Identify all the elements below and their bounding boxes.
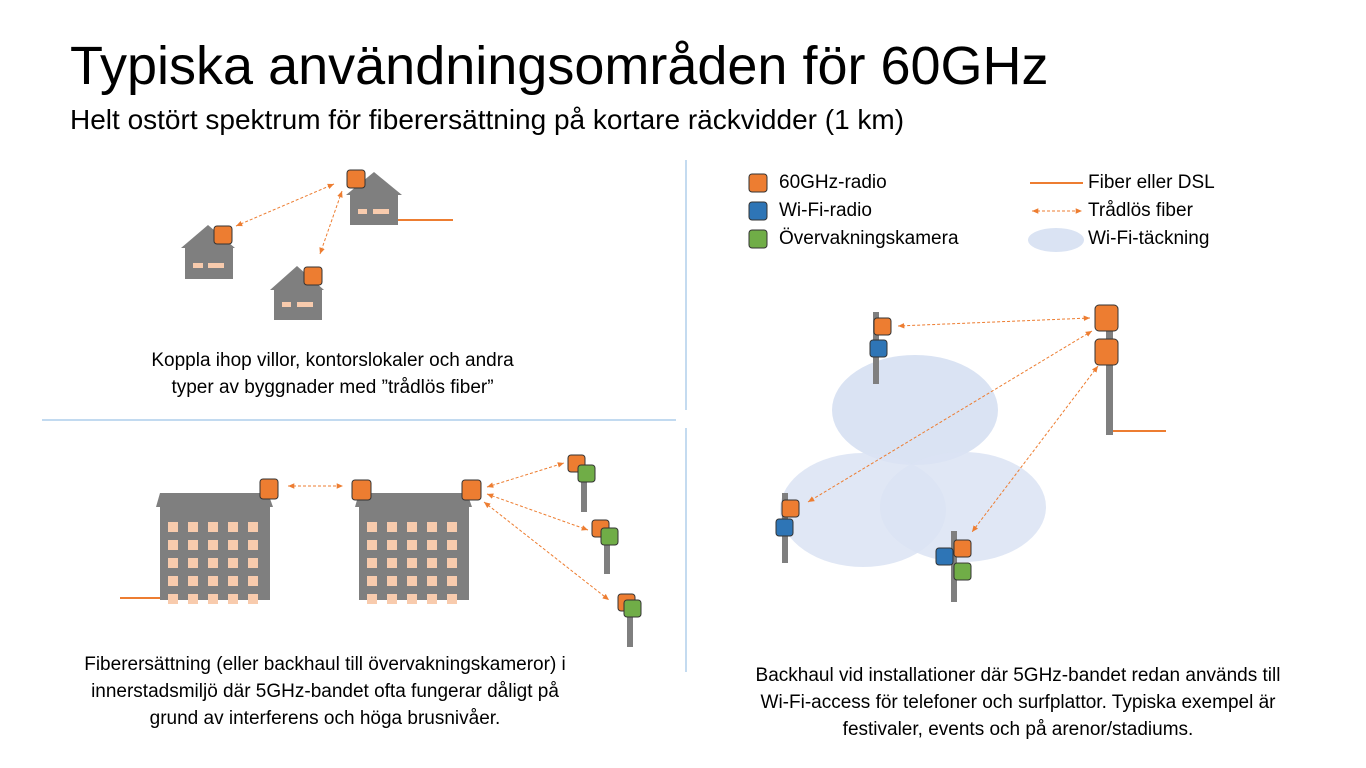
caption-events: Backhaul vid installationer där 5GHz-ban…	[700, 662, 1336, 743]
building-window	[168, 540, 178, 550]
link-mast-pole-left	[807, 330, 1093, 503]
building-window	[447, 540, 457, 550]
building-window	[387, 558, 397, 568]
building-window	[248, 540, 258, 550]
building-window	[168, 576, 178, 586]
link-mast-pole-top	[897, 315, 1091, 329]
link-building-camera-2	[486, 493, 589, 531]
caption-events-line: Wi-Fi-access för telefoner och surfplatt…	[760, 692, 1276, 713]
caption-city-line: innerstadsmiljö där 5GHz-bandet ofta fun…	[91, 681, 559, 702]
caption-city-line: Fiberersättning (eller backhaul till öve…	[84, 654, 566, 675]
building-window	[407, 540, 417, 550]
building-window	[427, 576, 437, 586]
camera-pole-2	[591, 519, 619, 574]
house-left	[181, 225, 235, 279]
building-window	[168, 558, 178, 568]
legend-wireless-fiber-label: Trådlös fiber	[1088, 200, 1193, 221]
building-window	[188, 540, 198, 550]
building-window	[407, 576, 417, 586]
building-window	[208, 576, 218, 586]
building-window	[447, 576, 457, 586]
legend-wifi-radio-swatch	[748, 201, 768, 221]
building-window	[248, 576, 258, 586]
building-window	[208, 594, 218, 604]
building-window	[427, 594, 437, 604]
building-window	[387, 576, 397, 586]
pole-right	[935, 531, 972, 602]
caption-events-line: Backhaul vid installationer där 5GHz-ban…	[755, 665, 1281, 686]
legend-camera-swatch	[748, 229, 768, 249]
building-window	[367, 522, 377, 532]
link-house-left-top	[235, 183, 335, 227]
building-window	[367, 576, 377, 586]
building-window	[387, 594, 397, 604]
building-window	[447, 522, 457, 532]
building-window	[228, 576, 238, 586]
legend-coverage-ellipse	[1028, 228, 1084, 252]
building-window	[228, 522, 238, 532]
link-building-camera-3	[483, 501, 610, 601]
building-window	[188, 576, 198, 586]
wifi-coverage-top	[832, 355, 998, 465]
building-window	[387, 540, 397, 550]
building-window	[248, 558, 258, 568]
building-window	[248, 594, 258, 604]
building-window	[387, 522, 397, 532]
building-window	[188, 522, 198, 532]
building-window	[168, 594, 178, 604]
page-title: Typiska användningsområden för 60GHz	[70, 36, 1049, 96]
building-window	[208, 540, 218, 550]
building-window	[427, 558, 437, 568]
building-window	[427, 540, 437, 550]
building-right	[351, 479, 482, 604]
legend-wifi-coverage-label: Wi-Fi-täckning	[1088, 228, 1210, 249]
building-window	[208, 558, 218, 568]
legend-fiber-label: Fiber eller DSL	[1088, 172, 1215, 193]
link-house-top-bottom	[319, 190, 343, 255]
building-window	[248, 522, 258, 532]
building-window	[427, 522, 437, 532]
building-window	[228, 558, 238, 568]
building-window	[407, 594, 417, 604]
house-top	[346, 169, 402, 225]
building-left	[156, 478, 279, 604]
legend-60ghz-radio-swatch	[748, 173, 768, 193]
caption-houses: Koppla ihop villor, kontorslokaler och a…	[90, 347, 575, 401]
legend-wifi-radio-label: Wi-Fi-radio	[779, 200, 872, 221]
pole-left	[775, 493, 800, 563]
building-window	[188, 594, 198, 604]
building-window	[447, 594, 457, 604]
legend-60ghz-radio-label: 60GHz-radio	[779, 172, 887, 193]
camera-pole-1	[567, 454, 596, 512]
building-window	[367, 540, 377, 550]
building-window	[447, 558, 457, 568]
building-window	[367, 558, 377, 568]
building-window	[228, 594, 238, 604]
caption-city-line: grund av interferens och höga brusnivåer…	[149, 708, 501, 729]
link-building-camera-1	[486, 462, 565, 488]
building-window	[407, 522, 417, 532]
caption-events-line: festivaler, events och på arenor/stadium…	[842, 719, 1194, 740]
caption-houses-line: Koppla ihop villor, kontorslokaler och a…	[151, 350, 514, 371]
building-window	[228, 540, 238, 550]
legend-camera-label: Övervakningskamera	[779, 228, 959, 249]
caption-houses-line: typer av byggnader med ”trådlös fiber”	[171, 377, 494, 398]
building-window	[208, 522, 218, 532]
house-bottom	[270, 266, 324, 320]
caption-city: Fiberersättning (eller backhaul till öve…	[20, 651, 630, 732]
building-window	[188, 558, 198, 568]
mast-main	[1094, 304, 1119, 435]
building-window	[367, 594, 377, 604]
camera-pole-3	[617, 593, 642, 647]
page-subtitle: Helt ostört spektrum för fiberersättning…	[70, 104, 905, 135]
building-window	[168, 522, 178, 532]
building-window	[407, 558, 417, 568]
